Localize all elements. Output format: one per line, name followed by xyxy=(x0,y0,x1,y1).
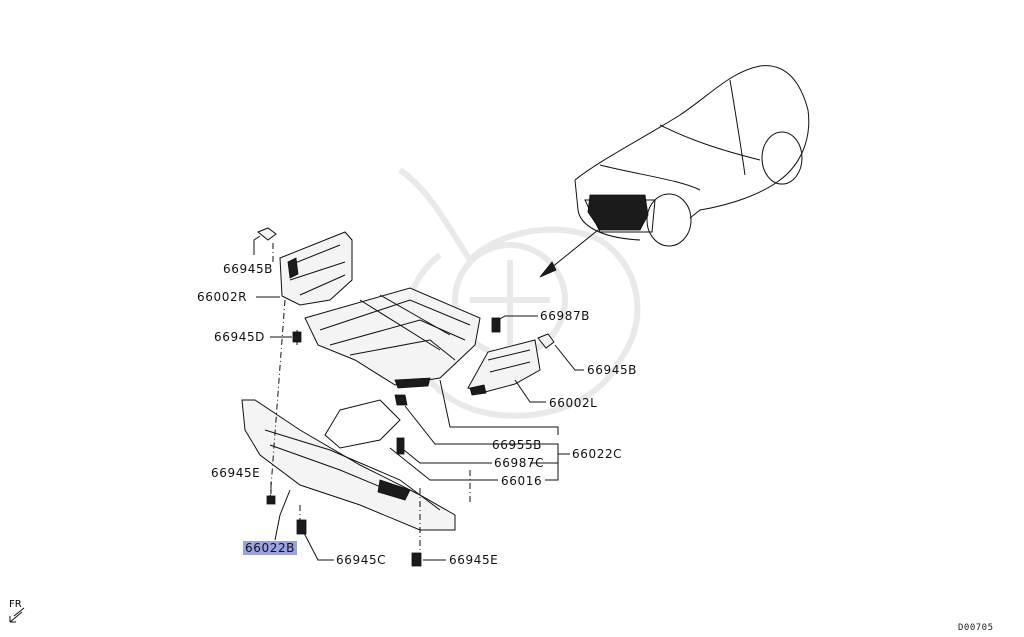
label-66955B[interactable]: 66955B xyxy=(492,438,543,452)
fastener-66945B-top xyxy=(257,227,277,241)
label-66945E-bottom[interactable]: 66945E xyxy=(449,553,499,567)
view-arrowhead xyxy=(539,261,557,278)
label-66945B-right[interactable]: 66945B xyxy=(587,363,638,377)
fastener-66945E-bottom xyxy=(411,552,422,567)
label-66945B-top[interactable]: 66945B xyxy=(223,262,274,276)
fastener-66945B-right xyxy=(537,333,555,349)
label-66987C[interactable]: 66987C xyxy=(494,456,545,470)
leader-lines xyxy=(253,235,584,561)
label-66945E-left[interactable]: 66945E xyxy=(211,466,261,480)
diagram-code: D00705 xyxy=(958,623,994,633)
label-66987B[interactable]: 66987B xyxy=(540,309,591,323)
label-66022C[interactable]: 66022C xyxy=(572,447,623,461)
fastener-66945D xyxy=(292,331,302,343)
fastener-66987C xyxy=(396,437,405,455)
fastener-66987B xyxy=(491,317,501,333)
vehicle-outline xyxy=(574,65,810,247)
view-arrow xyxy=(545,229,599,273)
label-66002R[interactable]: 66002R xyxy=(197,290,248,304)
front-direction-arrow xyxy=(9,607,25,623)
label-66945D[interactable]: 66945D xyxy=(214,330,266,344)
front-direction-label: FR xyxy=(9,599,22,610)
label-66016[interactable]: 66016 xyxy=(501,474,543,488)
undercover-left-66002L xyxy=(467,339,541,396)
undercover-center-66022C xyxy=(304,287,481,389)
fastener-66945C xyxy=(296,519,307,535)
label-66002L[interactable]: 66002L xyxy=(549,396,598,410)
undercover-right-66002R xyxy=(279,231,353,306)
label-66022B-highlighted[interactable]: 66022B xyxy=(243,541,298,555)
fastener-66945E-left xyxy=(266,495,276,505)
undercover-front-66022B xyxy=(241,394,456,531)
label-66945C[interactable]: 66945C xyxy=(336,553,387,567)
